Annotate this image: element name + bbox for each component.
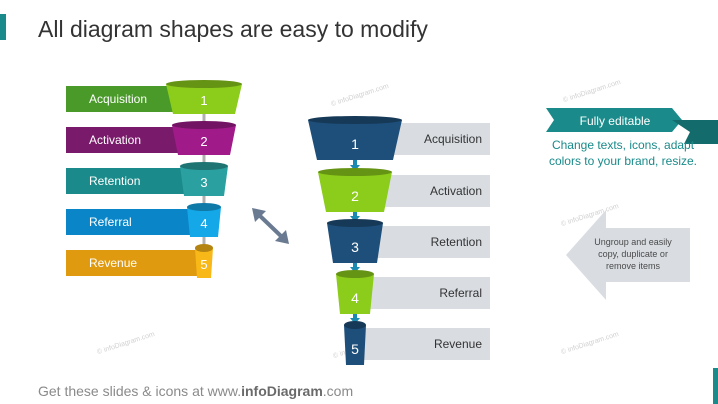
left-funnel-tier — [166, 80, 242, 114]
right-funnel-tier — [308, 116, 402, 160]
left-stage-label: Acquisition — [89, 92, 147, 106]
footer-brand: infoDiagram — [241, 383, 323, 399]
left-stage-label: Activation — [89, 133, 141, 147]
right-stage-number: 4 — [351, 290, 359, 306]
footer: Get these slides & icons at www.infoDiag… — [38, 383, 353, 399]
left-stage-bar — [66, 250, 204, 276]
callout-heading: Fully editable — [579, 114, 651, 128]
left-funnel-tier — [187, 203, 221, 237]
callout-text: Change texts, icons, adapt colors to you… — [548, 138, 698, 168]
page-title: All diagram shapes are easy to modify — [38, 16, 428, 42]
ungroup-note: Ungroup and easily copy, duplicate or re… — [594, 237, 672, 271]
right-stage-label: Revenue — [434, 337, 482, 351]
left-stage-bar — [66, 209, 204, 235]
right-funnel: 1 Acquisition 2 Activation 3 Retention 4 Referr… — [308, 116, 490, 365]
left-funnel-tier — [172, 121, 236, 155]
left-funnel-tier — [180, 162, 228, 196]
right-stage-number: 1 — [351, 136, 359, 152]
left-stage-number: 2 — [200, 134, 207, 149]
right-stage-number: 5 — [351, 341, 359, 357]
right-stage-label: Referral — [439, 286, 482, 300]
right-funnel-tier — [327, 219, 383, 263]
right-stage-bar — [355, 328, 490, 360]
right-stage-bar — [355, 277, 490, 309]
left-funnel-tier — [195, 244, 213, 278]
right-stage-number: 3 — [351, 239, 359, 255]
left-stage-label: Retention — [89, 174, 140, 188]
left-stage-label: Referral — [89, 215, 132, 229]
left-stage-number: 4 — [200, 216, 207, 231]
left-stage-number: 3 — [200, 175, 207, 190]
left-stage-label: Revenue — [89, 256, 137, 270]
footer-prefix: Get these slides & icons at www. — [38, 383, 242, 399]
right-stage-label: Activation — [430, 184, 482, 198]
fully-editable-ribbon — [546, 108, 718, 144]
footer-suffix: .com — [322, 383, 354, 399]
slide-accent-left — [0, 14, 6, 40]
right-funnel-tier — [344, 321, 366, 365]
left-stage-number: 5 — [200, 257, 207, 272]
right-stage-label: Acquisition — [424, 132, 482, 146]
right-funnel-tier — [318, 168, 392, 212]
resize-arrows-icon — [252, 208, 289, 244]
left-stage-number: 1 — [200, 93, 207, 108]
right-funnel-tier — [336, 270, 374, 314]
slide-accent-bottom-right — [713, 368, 718, 404]
ungroup-arrow-shape — [566, 210, 690, 300]
right-stage-number: 2 — [351, 188, 359, 204]
right-stage-label: Retention — [431, 235, 482, 249]
